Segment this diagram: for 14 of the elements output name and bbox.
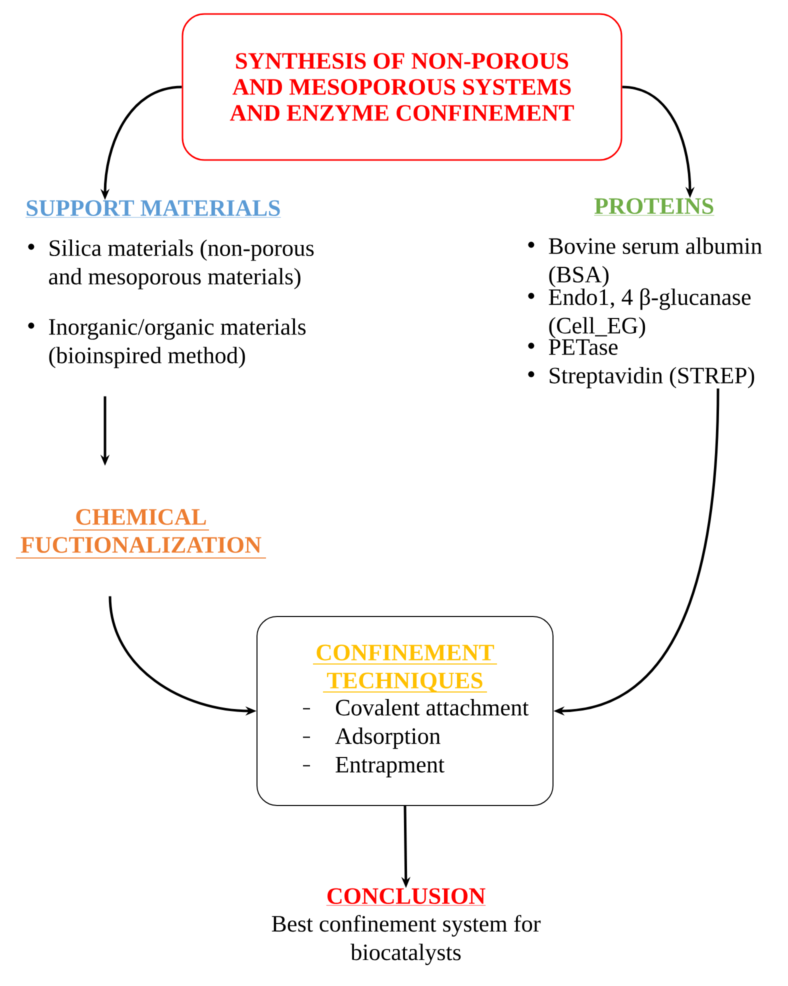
node-label: SUPPORT MATERIALS (26, 200, 280, 216)
process-box: CONFINEMENT TECHNIQUES Covalent attachment Adsorption Entrapment (256, 616, 554, 806)
node-label: Inorganic/organic materials (bioinspired method) (49, 318, 306, 368)
node-label: Endo1, 4 β-glucanase (Cell_EG) (548, 288, 751, 338)
text-block: CONCLUSION Best confinement system for biocatalysts (272, 888, 541, 966)
heading-text: CHEMICAL FUCTIONALIZATION (16, 509, 266, 558)
text-block: PROTEINS Bovine serum albumin (BSA) Endo1, 4 β-glucanase (Cell_EG) PETase Streptavidin (STREP) (528, 198, 762, 388)
node-label: PETase (548, 339, 618, 355)
title-box: SYNTHESIS OF NON-POROUS AND MESOPOROUS SYSTEMS AND ENZYME CONFINEMENT (182, 13, 622, 161)
text-block: SUPPORT MATERIALS Silica materials (non-porous and mesoporous materials) Inorganic/organic materials (bioinspired method) (25, 200, 314, 368)
node-label: Streptavidin (STREP) (550, 366, 754, 388)
node-label: Silica materials (non-porous and mesoporous materials) (49, 240, 314, 290)
node-label: PROTEINS (594, 198, 714, 214)
node-label: Bovine serum albumin (BSA) (548, 238, 762, 288)
